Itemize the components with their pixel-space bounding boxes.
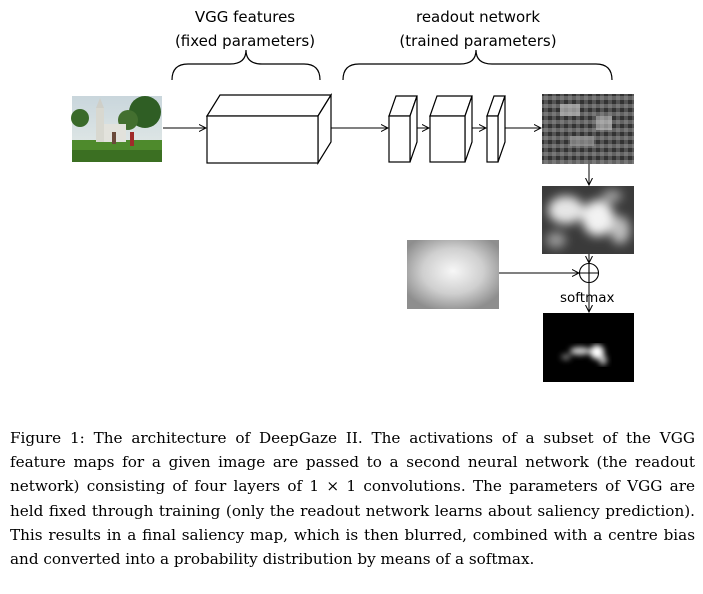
vgg-features-subtitle: (fixed parameters) (174, 32, 316, 50)
architecture-figure: VGG features (fixed parameters) readout … (71, 8, 634, 382)
readout-layer-2 (429, 95, 473, 163)
figure-caption: Figure 1: The architecture of DeepGaze I… (10, 429, 695, 569)
readout-brace (342, 49, 613, 81)
combine-plus-node (578, 262, 600, 284)
vgg-brace (171, 49, 321, 81)
diagram-canvas (71, 49, 634, 382)
raw-saliency-map (542, 94, 634, 164)
readout-network-title: readout network (415, 8, 541, 26)
readout-layer-1 (388, 95, 418, 163)
vgg-feature-block (205, 92, 333, 166)
final-saliency-map (543, 313, 634, 382)
readout-layer-3 (486, 95, 506, 163)
readout-network-subtitle: (trained parameters) (399, 32, 557, 50)
blurred-saliency-map (542, 186, 634, 254)
centre-bias-map (407, 240, 499, 309)
vgg-features-title: VGG features (194, 8, 296, 26)
vgg-features-label: VGG features (fixed parameters) (160, 8, 330, 50)
softmax-label: softmax (560, 290, 615, 306)
readout-network-label: readout network (trained parameters) (388, 8, 568, 50)
input-image (71, 96, 162, 162)
